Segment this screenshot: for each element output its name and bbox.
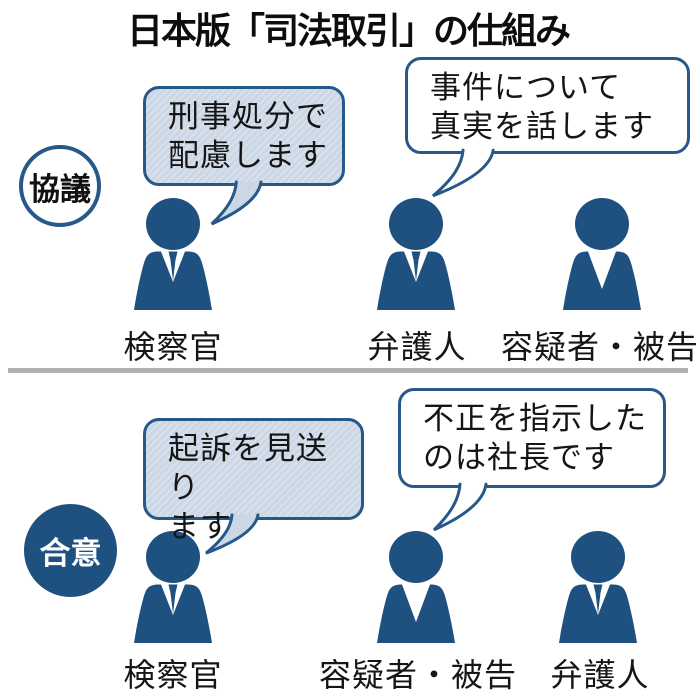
speech-tail-icon [428,482,504,532]
stage-badge-consultation: 協議 [19,145,101,227]
speech-line: のは社長です [423,440,615,475]
speech-tail-icon [426,148,514,198]
page-title: 日本版「司法取引」の仕組み [126,10,571,51]
speech-line: 真実を話します [430,109,654,144]
stage-badge-agreement: 合意 [24,504,117,597]
person-suspect-icon [561,197,643,310]
person-suspect-icon [375,530,457,643]
speech-bubble-lawyer-top: 事件について 真実を話します [405,57,690,154]
person-prosecutor-icon [132,530,214,643]
speech-line: 不正を指示した [423,401,647,436]
speech-tail-icon [206,180,278,226]
speech-line: 起訴を見送り [168,431,328,505]
speech-line: 配慮します [168,138,328,173]
person-label: 弁護人 [367,329,467,365]
speech-tail-icon [200,513,276,555]
person-label: 容疑者・被告 [500,329,696,365]
speech-bubble-prosecutor-bottom: 起訴を見送り ます [143,418,364,544]
speech-line: 刑事処分で [168,99,328,134]
stage-badge-label: 協議 [29,171,91,207]
speech-bubble-suspect-bottom: 不正を指示した のは社長です [398,388,666,488]
person-label: 検察官 [123,329,223,365]
person-lawyer-icon [557,530,639,643]
speech-line: 事件について [430,70,622,105]
speech-bubble-prosecutor-top: 刑事処分で 配慮します [143,86,345,186]
person-prosecutor-icon [132,197,214,310]
person-label: 容疑者・被告 [318,657,518,693]
person-lawyer-icon [375,197,457,310]
person-label: 弁護人 [550,657,650,693]
section-divider [8,368,688,373]
stage-badge-label: 合意 [39,536,102,571]
person-label: 検察官 [123,657,223,693]
